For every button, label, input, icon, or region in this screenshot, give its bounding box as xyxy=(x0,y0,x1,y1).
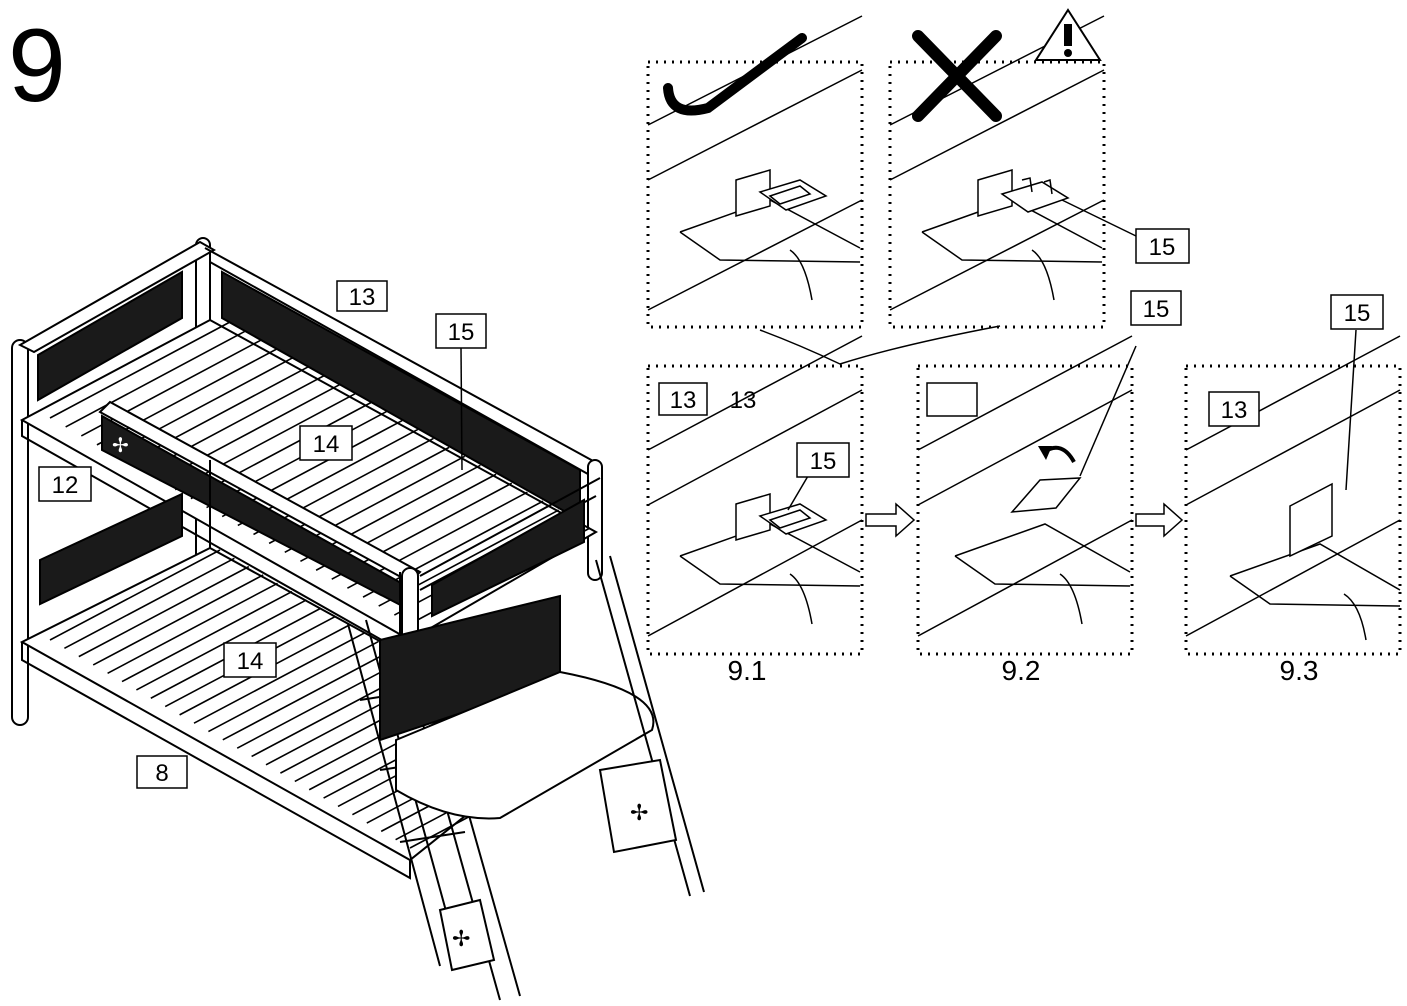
lower-end-panel xyxy=(39,492,183,606)
svg-text:13: 13 xyxy=(1221,397,1248,424)
svg-text:8: 8 xyxy=(155,760,168,787)
detail-panel-9-2: 15 xyxy=(916,290,1182,656)
ladder-panel xyxy=(438,898,496,972)
svg-text:15: 15 xyxy=(810,448,837,475)
callout-12: 12 xyxy=(38,466,92,502)
arrow-right-icon xyxy=(865,502,916,538)
slat xyxy=(92,574,264,666)
bunk-bed-illustration: ✢ ✢ ✢ xyxy=(11,237,705,1001)
callout-13: 13 xyxy=(336,280,388,312)
slat xyxy=(78,565,250,658)
warning-triangle-icon xyxy=(1034,8,1102,61)
caption-9-3: 9.3 xyxy=(1280,655,1319,686)
callout-15: 15 xyxy=(796,442,850,478)
front-right-post-upper xyxy=(587,459,603,581)
front-right-panel xyxy=(431,498,585,618)
callout-15: 15 xyxy=(1330,294,1384,330)
slat xyxy=(64,557,235,650)
slat xyxy=(193,632,365,724)
caption-9-2: 9.2 xyxy=(1002,655,1041,686)
connector-lines xyxy=(759,325,1001,365)
callout-14-lower: 14 xyxy=(223,642,277,678)
callout-14-upper: 14 xyxy=(299,425,353,461)
end-frame-panel xyxy=(37,270,183,402)
callout-13: 13 xyxy=(658,382,708,416)
callout-blank xyxy=(926,382,978,417)
desk-leg-panel xyxy=(598,758,678,854)
slat xyxy=(65,330,247,428)
caption-9-1: 9.1 xyxy=(728,655,767,686)
slat xyxy=(208,640,379,733)
decor-propeller-icon: ✢ xyxy=(452,926,470,951)
callout-8: 8 xyxy=(136,755,188,789)
svg-text:14: 14 xyxy=(313,431,340,458)
front-guard-rail xyxy=(98,400,422,584)
slat xyxy=(49,321,231,419)
back-left-post xyxy=(11,339,29,726)
slat xyxy=(136,599,307,691)
step-number: 9 xyxy=(8,8,66,124)
svg-text:13: 13 xyxy=(670,387,697,414)
svg-text:15: 15 xyxy=(1344,300,1371,327)
decor-propeller-icon: ✢ xyxy=(112,435,129,457)
svg-text:13: 13 xyxy=(349,284,376,311)
label-13: 13 xyxy=(730,387,757,414)
callout-15: 15 xyxy=(1130,290,1182,326)
desk-top xyxy=(395,670,655,820)
guard-uprights xyxy=(209,460,401,640)
slat xyxy=(80,339,262,437)
cross-icon xyxy=(912,30,1002,122)
svg-text:14: 14 xyxy=(237,648,264,675)
callout-15: 15 xyxy=(435,313,487,471)
detail-panel-9-3: 13 15 xyxy=(1184,294,1402,656)
detail-panel-incorrect: 15 xyxy=(888,8,1190,329)
end-frame-top-rail xyxy=(17,240,217,354)
svg-text:15: 15 xyxy=(448,319,475,346)
decor-propeller-icon: ✢ xyxy=(630,800,648,825)
callout-15: 15 xyxy=(1135,228,1190,264)
callout-13: 13 xyxy=(1208,391,1260,427)
svg-text:12: 12 xyxy=(52,472,79,499)
slat xyxy=(236,657,408,749)
slat xyxy=(222,649,394,741)
detail-panel-9-1: 13 13 15 xyxy=(646,335,864,656)
bed-callouts: 13 15 14 12 14 8 xyxy=(38,280,487,789)
svg-text:15: 15 xyxy=(1143,296,1170,323)
detail-panel-correct xyxy=(646,15,864,329)
slat xyxy=(107,582,278,674)
upper-deck-frame xyxy=(19,318,599,642)
lower-deck-side xyxy=(21,642,411,880)
slat xyxy=(49,549,221,641)
svg-text:15: 15 xyxy=(1149,234,1176,261)
arrow-right-icon xyxy=(1135,502,1184,538)
checkmark-icon xyxy=(663,33,807,116)
slat xyxy=(121,590,293,683)
